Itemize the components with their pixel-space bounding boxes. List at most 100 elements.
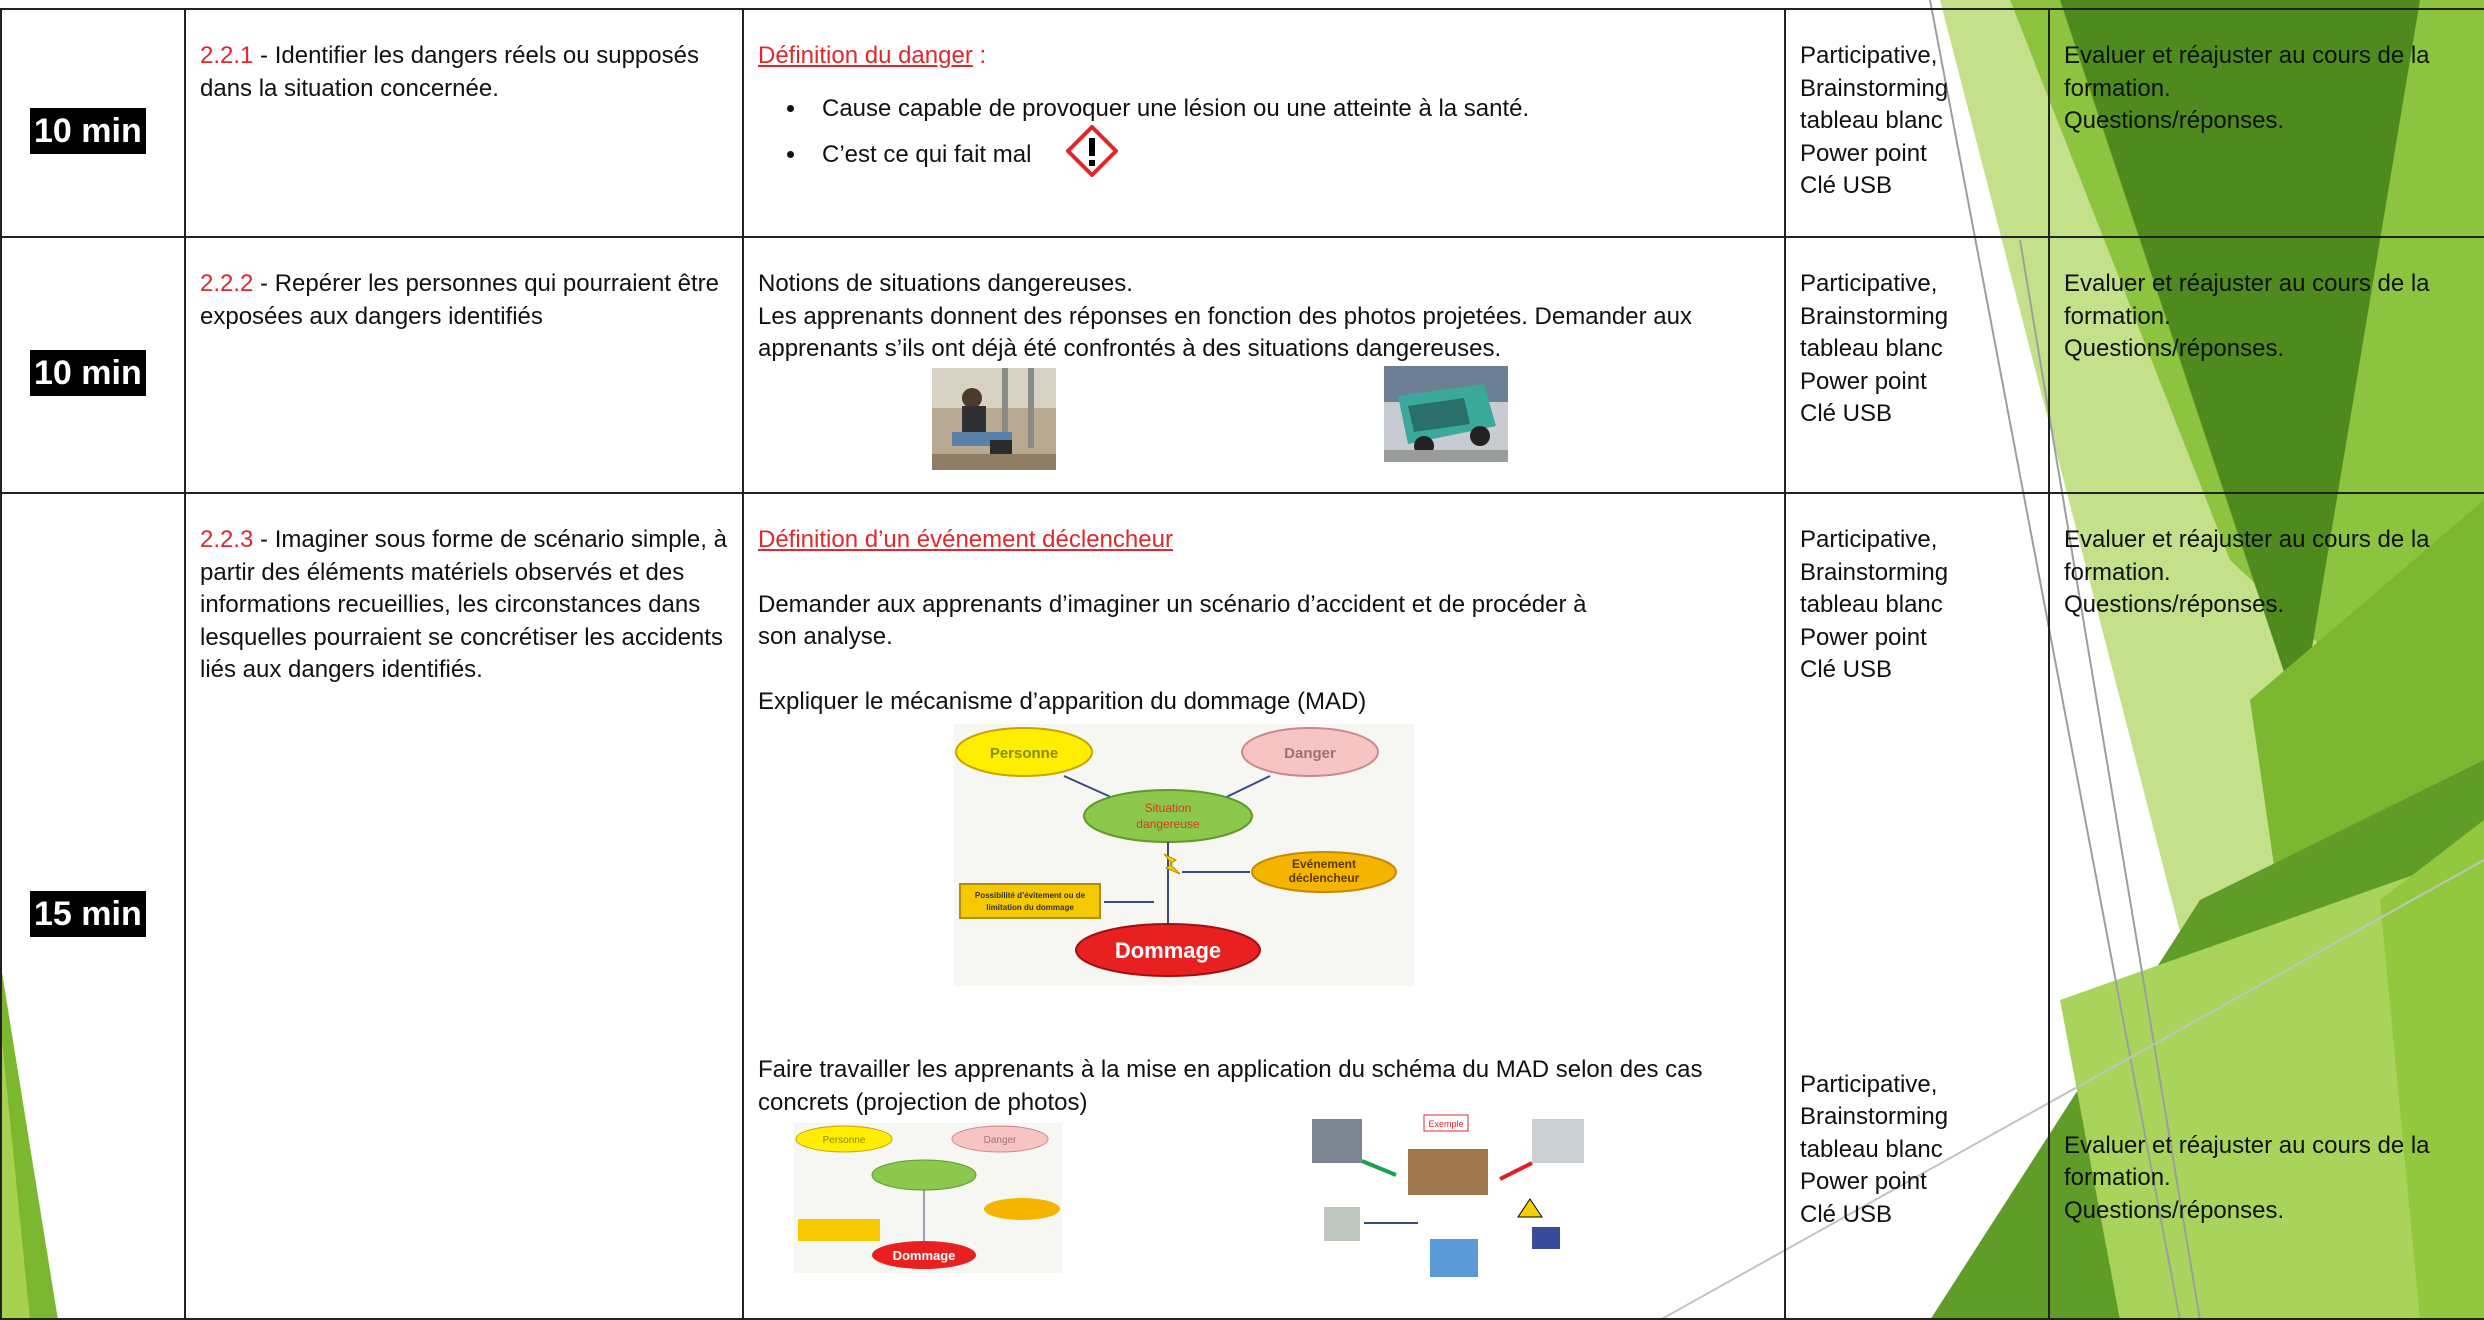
evaluation-cell: Evaluer et réajuster au cours de la form… [2048, 8, 2484, 238]
small-person-label: Personne [823, 1135, 866, 1146]
mad-danger-label: Danger [1284, 745, 1336, 762]
mad-event-label2: déclencheur [1289, 871, 1360, 885]
method-item: Power point [1800, 367, 1927, 395]
content-line: Notions de situations dangereuses. [758, 270, 1133, 297]
duration-badge: 10 min [30, 108, 146, 154]
list-item: Cause capable de provoquer une lésion ou… [808, 93, 1770, 126]
method-item: Participative, [1800, 42, 1938, 69]
evaluation-line: Evaluer et réajuster au cours de la [2064, 270, 2430, 297]
mad-damage-node [1075, 923, 1261, 977]
methods-cell: Participative, Brainstorming tableau bla… [1784, 8, 2050, 238]
mad-person-node [955, 727, 1093, 777]
time-cell: 10 min [0, 236, 186, 494]
danger-warning-icon [1065, 124, 1119, 187]
list-item-text: C’est ce qui fait mal [822, 141, 1032, 169]
objective-code: 2.2.1 [200, 42, 254, 69]
methods-cell: Participative, Brainstorming tableau bla… [1784, 236, 2050, 494]
evaluation-cell: Evaluer et réajuster au cours de la form… [2048, 236, 2484, 494]
method-item: tableau blanc [1800, 591, 1943, 618]
evaluation-line: Questions/réponses. [2064, 335, 2285, 362]
evaluation-line: Evaluer et réajuster au cours de la [2064, 526, 2430, 553]
photos-area [758, 365, 1770, 470]
evaluation-line: Questions/réponses. [2064, 591, 2285, 618]
method-item: Brainstorming [1800, 302, 1949, 330]
worker-photo [932, 367, 1056, 470]
content-paragraph: Expliquer le mécanisme d’apparition du d… [758, 687, 1367, 715]
objective-cell: 2.2.2 - Repérer les personnes qui pourra… [184, 236, 744, 494]
mad-avoidance-label: Possibilité d’évitement ou de [975, 891, 1086, 900]
time-cell: 15 min [0, 492, 186, 1320]
content-cell: Définition du danger : Cause capable de … [742, 8, 1786, 238]
mad-avoidance-label2: limitation du dommage [986, 903, 1074, 912]
time-cell: 10 min [0, 8, 186, 238]
training-plan-table: 10 min 2.2.1 - Identifier les dangers ré… [0, 8, 2484, 1320]
duration-badge: 15 min [30, 891, 146, 937]
danger-definition-heading: Définition du danger [758, 42, 973, 69]
mad-situation-node [1083, 789, 1253, 843]
lightning-icon [1163, 853, 1181, 875]
method-item: Brainstorming [1800, 558, 1949, 586]
mad-event-node [1251, 851, 1397, 893]
objective-code: 2.2.3 [200, 526, 254, 553]
method-item: Power point [1800, 623, 1927, 651]
content-paragraph: Faire travailler les apprenants à la mis… [758, 1056, 1703, 1116]
content-line: Les apprenants donnent des réponses en f… [758, 302, 1692, 363]
evaluation-cell: Evaluer et réajuster au cours de la form… [2048, 492, 2484, 1320]
evaluation-line: formation. [2064, 1164, 2171, 1191]
objective-text: - Imaginer sous forme de scénario simple… [200, 526, 727, 683]
objective-text: - Identifier les dangers réels ou suppos… [200, 42, 699, 102]
method-item: Participative, [1800, 526, 1938, 553]
evaluation-line: Evaluer et réajuster au cours de la [2064, 42, 2430, 69]
method-item: Power point [1800, 1168, 1927, 1195]
table-row: 15 min 2.2.3 - Imaginer sous forme de sc… [0, 492, 2484, 1320]
mad-diagram-small: Personne Danger Dommage [794, 1123, 1062, 1273]
objective-cell: 2.2.1 - Identifier les dangers réels ou … [184, 8, 744, 238]
method-item: Clé USB [1800, 1200, 1893, 1228]
heading-suffix: : [972, 42, 987, 69]
evaluation-line: formation. [2064, 558, 2171, 586]
mad-situation-label: Situation [1145, 801, 1192, 815]
table-row: 10 min 2.2.2 - Repérer les personnes qui… [0, 236, 2484, 494]
objective-cell: 2.2.3 - Imaginer sous forme de scénario … [184, 492, 744, 1320]
evaluation-line: formation. [2064, 74, 2171, 102]
mad-diagram: Personne Danger Situation dangereuse Evé… [954, 724, 1414, 986]
method-item: Power point [1800, 139, 1927, 167]
small-danger-label: Danger [984, 1135, 1017, 1146]
mad-damage-label: Dommage [1115, 938, 1221, 963]
evaluation-line: formation. [2064, 302, 2171, 330]
method-item: Clé USB [1800, 172, 1893, 199]
method-item: Participative, [1800, 270, 1938, 297]
small-damage-label: Dommage [893, 1248, 956, 1263]
mad-example-photos: Exemple [1310, 1113, 1586, 1283]
truck-accident-photo [1384, 365, 1508, 462]
mad-avoidance-box [959, 883, 1101, 919]
objective-code: 2.2.2 [200, 270, 254, 297]
method-item: tableau blanc [1800, 1135, 1943, 1163]
danger-definition-list: Cause capable de provoquer une lésion ou… [758, 93, 1770, 187]
mad-event-label: Evénement [1292, 857, 1356, 871]
evaluation-line: Evaluer et réajuster au cours de la [2064, 1131, 2430, 1159]
methods-cell: Participative, Brainstorming tableau bla… [1784, 492, 2050, 1320]
event-definition-heading: Définition d’un événement déclencheur [758, 526, 1173, 553]
list-item: C’est ce qui fait mal [808, 124, 1770, 187]
method-item: Clé USB [1800, 400, 1893, 427]
mad-person-label: Personne [990, 745, 1058, 762]
method-item: tableau blanc [1800, 107, 1943, 134]
mad-examples-area: Personne Danger Dommage Exemple [758, 1113, 1770, 1283]
evaluation-line: Questions/réponses. [2064, 107, 2285, 134]
table-row: 10 min 2.2.1 - Identifier les dangers ré… [0, 8, 2484, 238]
content-cell: Notions de situations dangereuses. Les a… [742, 236, 1786, 494]
example-label: Exemple [1428, 1119, 1463, 1129]
evaluation-line: Questions/réponses. [2064, 1196, 2285, 1224]
method-item: Participative, [1800, 1070, 1938, 1098]
method-item: tableau blanc [1800, 335, 1943, 362]
content-paragraph: Demander aux apprenants d’imaginer un sc… [758, 590, 1587, 651]
duration-badge: 10 min [30, 350, 146, 396]
mad-danger-node [1241, 727, 1379, 777]
method-item: Clé USB [1800, 656, 1893, 683]
method-item: Brainstorming [1800, 74, 1949, 102]
content-cell: Définition d’un événement déclencheur De… [742, 492, 1786, 1320]
objective-text: - Repérer les personnes qui pourraient ê… [200, 270, 719, 330]
method-item: Brainstorming [1800, 1103, 1949, 1130]
mad-situation-label2: dangereuse [1136, 817, 1200, 831]
